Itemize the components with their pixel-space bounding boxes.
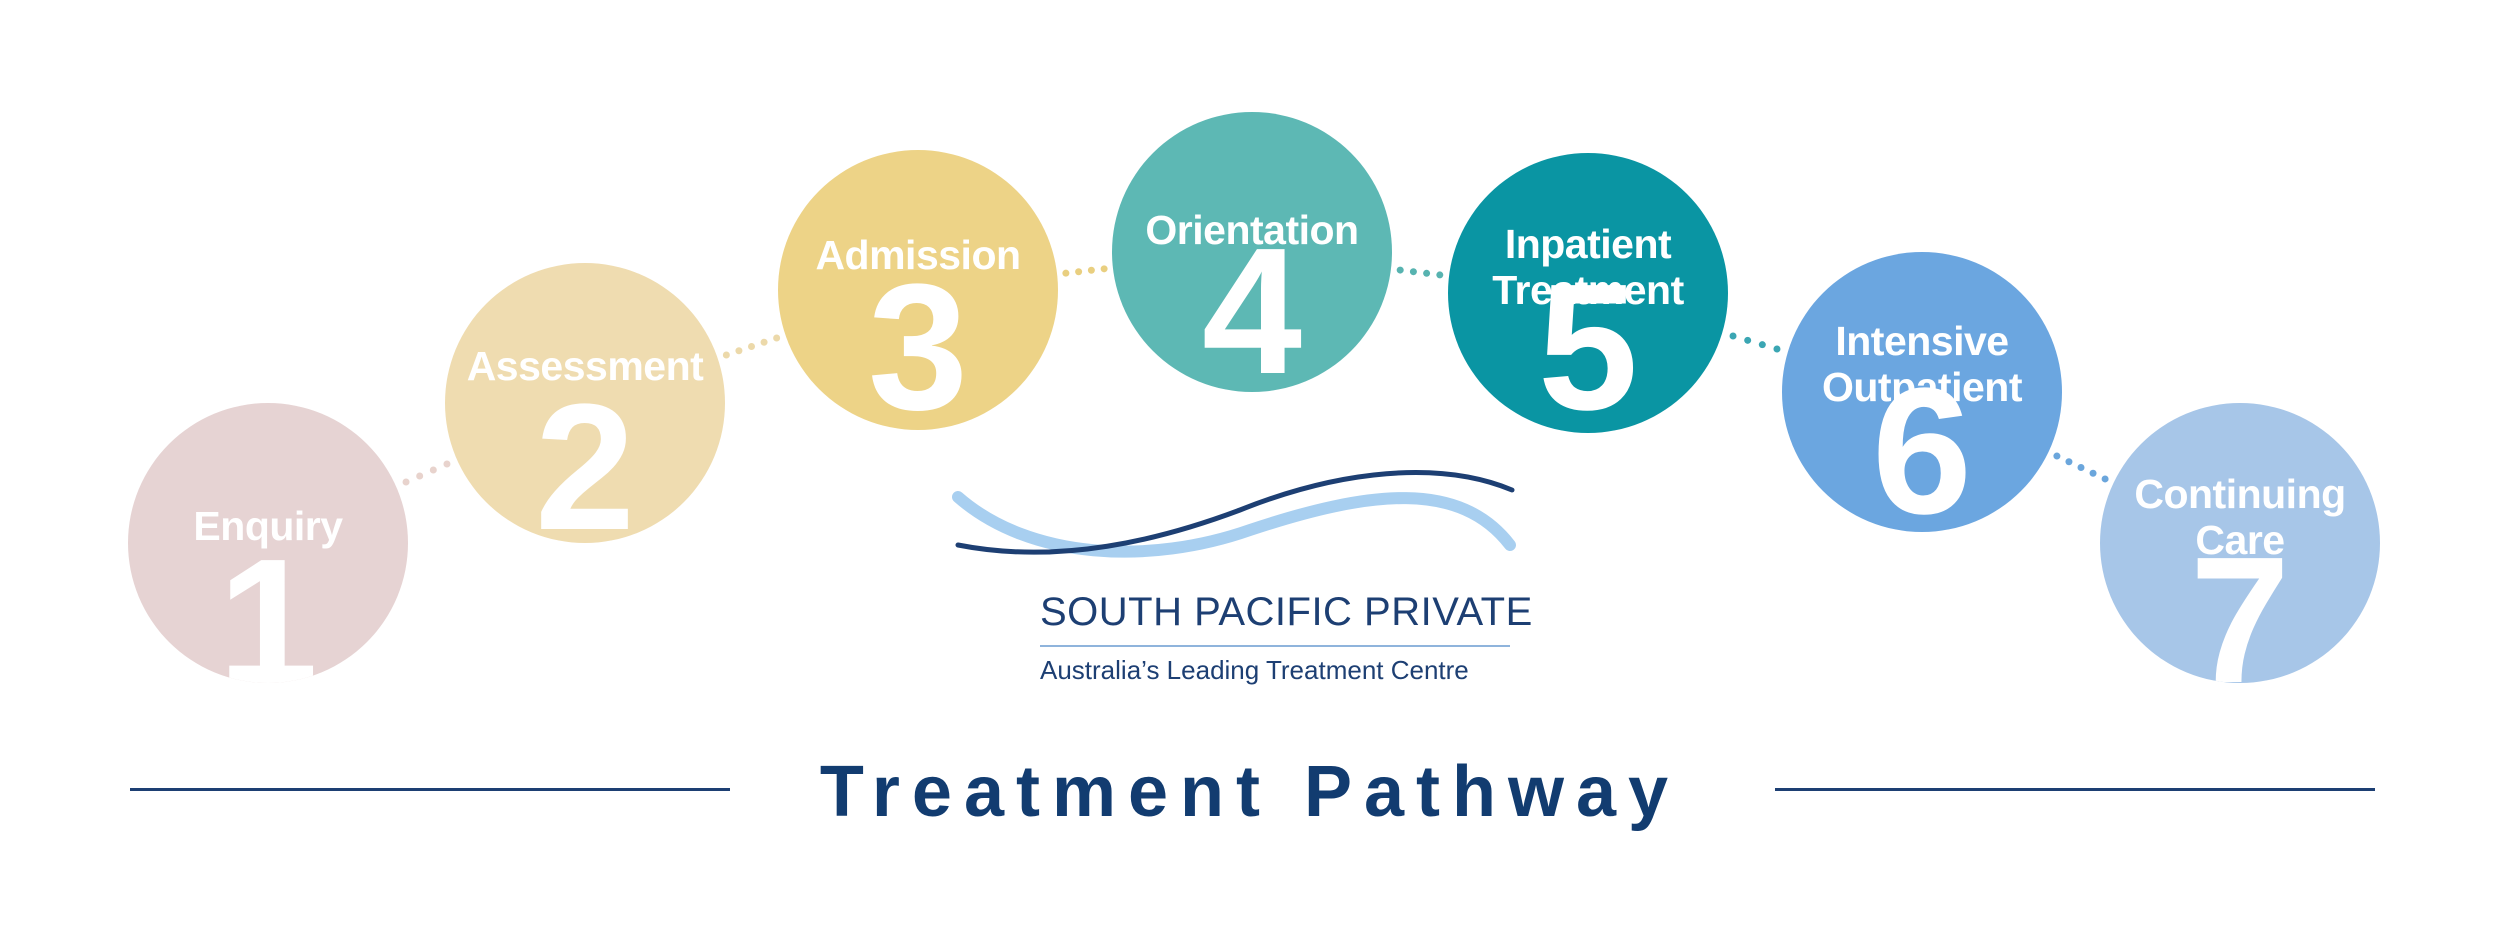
step-6-label: Intensive: [1835, 318, 2009, 364]
step-7-label: Continuing: [2134, 471, 2346, 517]
step-4-number: 4: [1201, 211, 1303, 393]
title-rule-right: [1775, 788, 2375, 791]
step-5-label: Inpatient: [1504, 221, 1672, 267]
logo-name: SOUTH PACIFIC PRIVATE: [1040, 590, 1533, 634]
step-1-number: 1: [217, 522, 319, 684]
step-6-label: Outpatient: [1822, 364, 2022, 410]
step-5-label: Treatment: [1492, 267, 1684, 313]
step-4-label: Orientation: [1145, 207, 1359, 253]
step-3-number: 3: [867, 247, 969, 431]
step-7-label: Care: [2195, 517, 2285, 563]
logo-tagline: Australia’s Leading Treatment Centre: [1040, 655, 1469, 685]
step-5-number: 5: [1537, 247, 1639, 434]
title-rule-left: [130, 788, 730, 791]
page-title: Treatment Pathway: [819, 752, 1681, 832]
step-2-number: 2: [534, 367, 636, 544]
step-2-label: Assessment: [466, 343, 704, 389]
step-3-label: Admission: [815, 232, 1021, 278]
step-1-label: Enquiry: [193, 503, 343, 549]
step-7-number: 7: [2189, 520, 2291, 684]
step-6-number: 6: [1871, 351, 1973, 533]
logo-divider: [1040, 645, 1510, 647]
